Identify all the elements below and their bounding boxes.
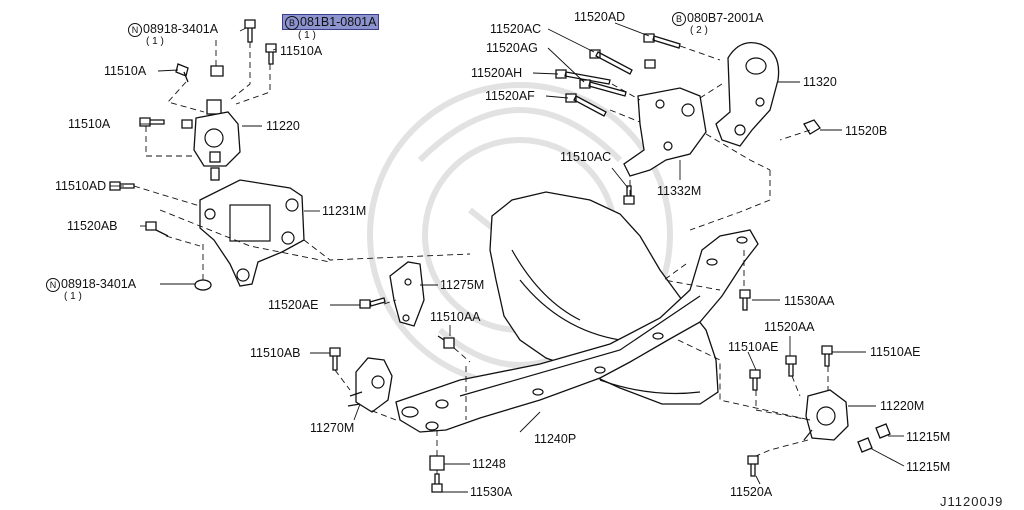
callout-11520a: 11520A [730,485,773,499]
callout-11248: 11248 [472,457,506,471]
callout-11520af: 11520AF [485,89,535,103]
callout-11215m: 11215M [906,430,951,444]
bolts-center-group [329,297,455,493]
bracket-11231m [199,179,305,287]
callout-qty: ( 2 ) [690,25,708,36]
callout-11240p: 11240P [534,432,577,446]
callout-prefix: B [285,16,299,30]
callout-11275m: 11275M [440,278,485,292]
callout-11510a: 11510A [68,117,111,131]
diagram-id: J11200J9 [940,494,1004,509]
leader-lines-left [110,27,471,285]
callout-11510ae: 11510AE [870,345,921,359]
callout-11520ab: 11520AB [67,219,118,233]
callout-11510ae: 11510AE [728,340,779,354]
callout-11520ah: 11520AH [471,66,523,80]
mount-11270m [347,357,393,413]
callout-prefix: N [128,23,142,37]
bolts-lower-right [739,289,891,477]
bracket-11332m [623,87,707,177]
callout-11530aa: 11530AA [784,294,835,308]
callout-text: 08918-3401A [61,277,137,291]
callout-11510ab: 11510AB [250,346,301,360]
crossmember-11240p [395,229,759,433]
callout-11510a: 11510A [280,44,323,58]
callout-qty: ( 1 ) [146,36,164,47]
mount-11220m [803,389,849,441]
callout-11520b: 11520B [845,124,888,138]
callout-11520aa: 11520AA [764,320,815,334]
callout-prefix: B [672,12,686,26]
leader-lines-center [310,284,541,493]
callout-11220: 11220 [266,119,300,133]
callout-text: 080B7-2001A [687,11,764,25]
engine-mount-11220 [193,99,241,181]
callout-11520ae: 11520AE [268,298,319,312]
callout-prefix: N [46,278,60,292]
callout-11520ac: 11520AC [490,22,542,36]
callout-11220m: 11220M [880,399,925,413]
callout-text: 081B1-0801A [300,15,377,29]
callout-11510ad: 11510AD [55,179,107,193]
callout-11231m: 11231M [322,204,367,218]
callout-qty: ( 1 ) [64,291,82,302]
callout-11510ac: 11510AC [560,150,612,164]
callout-11510aa: 11510AA [430,310,481,324]
callout-11520ag: 11520AG [486,41,538,55]
callout-11520ad: 11520AD [574,10,626,24]
bracket-11275m [389,261,425,327]
callout-text: 08918-3401A [143,22,219,36]
callout-11270m: 11270M [310,421,355,435]
leader-lines-right [532,22,842,231]
callout-11530a: 11530A [470,485,513,499]
callout-11320: 11320 [803,75,837,89]
callout-11332m: 11332M [657,184,702,198]
callout-11510a: 11510A [104,64,147,78]
leader-lines-lower-right [662,250,905,485]
callout-qty: ( 1 ) [298,30,316,41]
mount-11320 [715,41,780,147]
transmission-outline [489,191,719,405]
callout-11215m: 11215M [906,460,951,474]
